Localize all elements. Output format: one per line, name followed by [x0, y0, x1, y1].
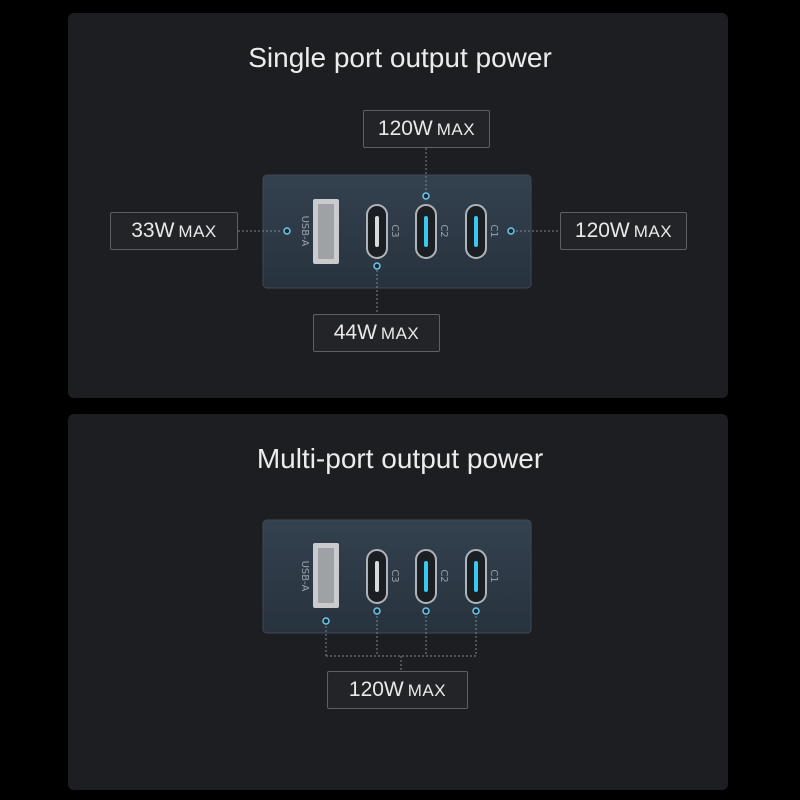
usb-c1-port-label: C1: [488, 569, 499, 582]
power-value: 120W: [377, 117, 433, 140]
usb-c2-port-icon: [415, 204, 437, 259]
usb-c1-port-label: C1: [488, 224, 499, 237]
usb-a-port-label: USB-A: [299, 216, 310, 247]
usb-c3-port-label: C3: [389, 224, 400, 237]
power-value: 120W: [574, 219, 630, 242]
usb-c3-port-label: C3: [389, 569, 400, 582]
usb-c2-port-icon: [415, 549, 437, 604]
multi-port-title: Multi-port output power: [256, 443, 544, 474]
usb-a-port-label: USB-A: [299, 561, 310, 592]
single-port-connector-dots: [283, 192, 515, 270]
single-port-title: Single port output power: [248, 42, 552, 73]
charger-front-single: USB-A C3 C2 C1: [262, 174, 532, 289]
usb-c2-port-label: C2: [438, 569, 449, 582]
usb-c3-port-icon: [366, 549, 388, 604]
multi-port-connectors: [325, 616, 477, 670]
usb-a-port-icon: [313, 199, 339, 264]
power-value: 33W: [131, 219, 175, 242]
single-port-connectors: [238, 148, 560, 314]
power-unit: MAX: [407, 681, 447, 700]
power-unit: MAX: [380, 324, 420, 343]
charger-front-multi: USB-A C3 C2 C1: [262, 519, 532, 634]
multi-port-connector-dots: [322, 607, 480, 625]
power-value: 120W: [348, 678, 404, 701]
usb-c1-port-icon: [465, 204, 487, 259]
power-unit: MAX: [436, 120, 476, 139]
usb-a-port-icon: [313, 543, 339, 608]
power-value: 44W: [333, 321, 377, 344]
usb-c3-port-icon: [366, 204, 388, 259]
usb-c1-port-icon: [465, 549, 487, 604]
power-unit: MAX: [633, 222, 673, 241]
usb-c2-port-label: C2: [438, 224, 449, 237]
power-unit: MAX: [178, 222, 217, 241]
